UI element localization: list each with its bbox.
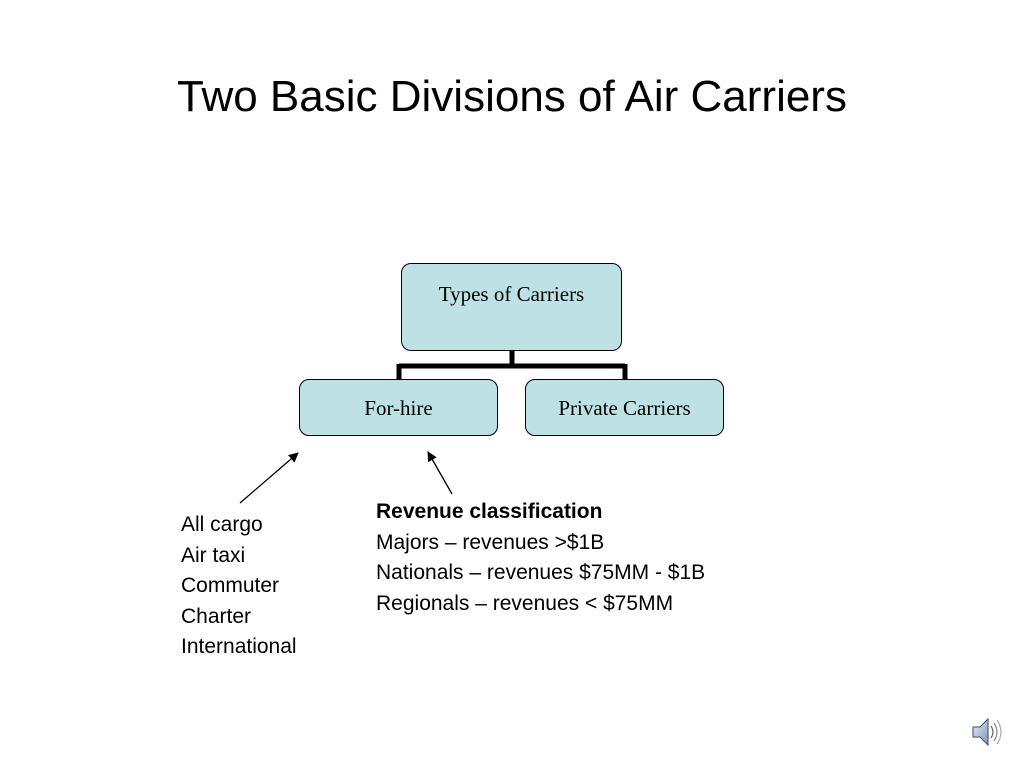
list-item: Charter <box>181 604 252 628</box>
list-item: Commuter <box>181 574 280 597</box>
slide-title: Two Basic Divisions of Air Carriers <box>177 72 847 121</box>
revenue-classification-heading: Revenue classification <box>376 500 603 523</box>
revenue-line: Majors – revenues >$1B <box>376 530 605 554</box>
revenue-line: Nationals – revenues $75MM - $1B <box>376 561 706 584</box>
revenue-classification-arrow <box>427 451 453 495</box>
for-hire-node: For-hire <box>299 379 498 436</box>
private-carriers-node: Private Carriers <box>525 379 724 436</box>
list-item: International <box>181 635 297 658</box>
speaker-icon[interactable] <box>970 714 1006 750</box>
list-item: Air taxi <box>181 543 246 567</box>
for-hire-types-list: All cargo Air taxi Commuter Charter Inte… <box>181 510 297 663</box>
types-of-carriers-node: Types of Carriers <box>401 263 622 351</box>
list-item: All cargo <box>181 513 263 536</box>
org-chart-connector <box>396 351 628 379</box>
revenue-classification-block: Revenue classification Majors – revenues… <box>376 497 705 619</box>
revenue-line: Regionals – revenues < $75MM <box>376 591 674 615</box>
forhire-list-arrow <box>239 452 299 504</box>
